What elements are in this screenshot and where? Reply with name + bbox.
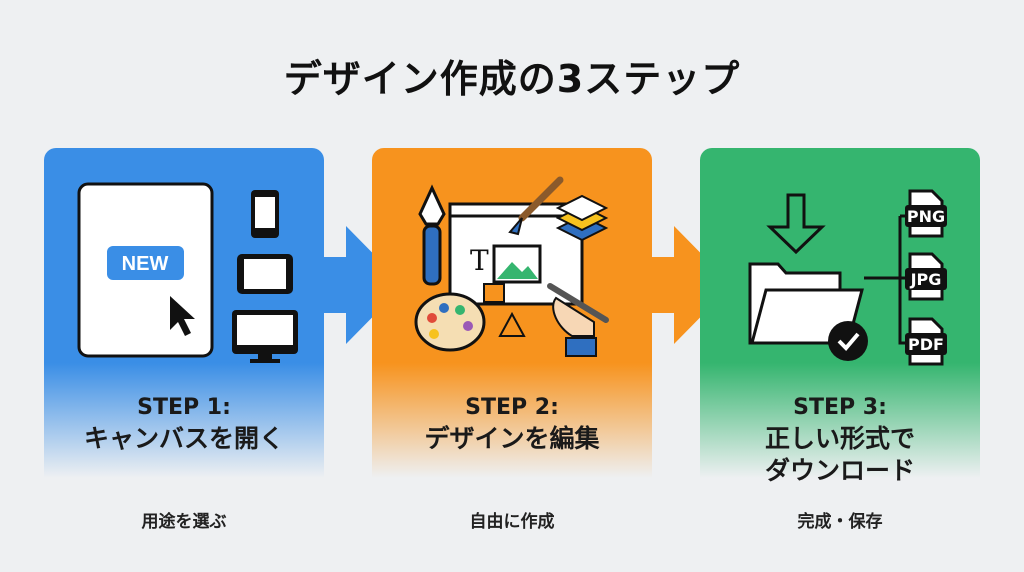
step-2-caption: 自由に作成 bbox=[469, 512, 555, 532]
layers-icon bbox=[555, 194, 609, 242]
format-png: PNG bbox=[907, 207, 945, 226]
step-2-card: T STEP 2: デザインを編集 bbox=[372, 148, 652, 490]
cursor-icon bbox=[170, 296, 195, 336]
tablet-icon bbox=[237, 254, 293, 294]
step-heading: デザインを編集 bbox=[424, 424, 600, 453]
format-jpg: JPG bbox=[910, 270, 942, 289]
new-badge: NEW bbox=[122, 253, 169, 275]
step-1-card: NEW STEP 1: キャンバスを開く bbox=[44, 148, 324, 490]
step-3-caption: 完成・保存 bbox=[797, 512, 883, 532]
canvas-illustration: NEW bbox=[77, 182, 298, 363]
editing-illustration: T bbox=[414, 176, 609, 357]
step-1-caption: 用途を選ぶ bbox=[141, 512, 227, 532]
file-icon: PNG bbox=[905, 189, 947, 238]
page-title: デザイン作成の3ステップ bbox=[283, 57, 741, 101]
monitor-icon bbox=[232, 310, 298, 363]
arrow-right-icon bbox=[324, 226, 404, 344]
file-icon: JPG bbox=[905, 252, 947, 301]
step-label: STEP 1: bbox=[137, 395, 231, 420]
step-heading: キャンバスを開く bbox=[83, 424, 284, 453]
step-label: STEP 2: bbox=[465, 395, 559, 420]
pen-nib-icon bbox=[418, 184, 446, 286]
step-label: STEP 3: bbox=[793, 395, 887, 420]
text-tool-icon: T bbox=[470, 244, 489, 277]
step-heading-line1: 正しい形式で bbox=[764, 424, 915, 453]
smartphone-icon bbox=[251, 190, 279, 238]
download-arrow-icon bbox=[766, 193, 826, 255]
paintbrush-icon bbox=[508, 176, 564, 236]
format-pdf: PDF bbox=[908, 335, 944, 354]
file-icon: PDF bbox=[905, 317, 947, 366]
hand-stylus-icon bbox=[547, 283, 609, 357]
palette-icon bbox=[414, 292, 486, 352]
image-icon bbox=[492, 244, 542, 284]
step-heading-line2: ダウンロード bbox=[764, 456, 915, 485]
step-3-card: PNG JPG PDF STEP 3: 正しい形式で ダウンロード bbox=[700, 148, 980, 490]
arrow-right-icon bbox=[652, 226, 732, 344]
connector-lines bbox=[864, 214, 912, 345]
check-icon bbox=[828, 321, 868, 361]
download-illustration: PNG JPG PDF bbox=[748, 189, 947, 366]
